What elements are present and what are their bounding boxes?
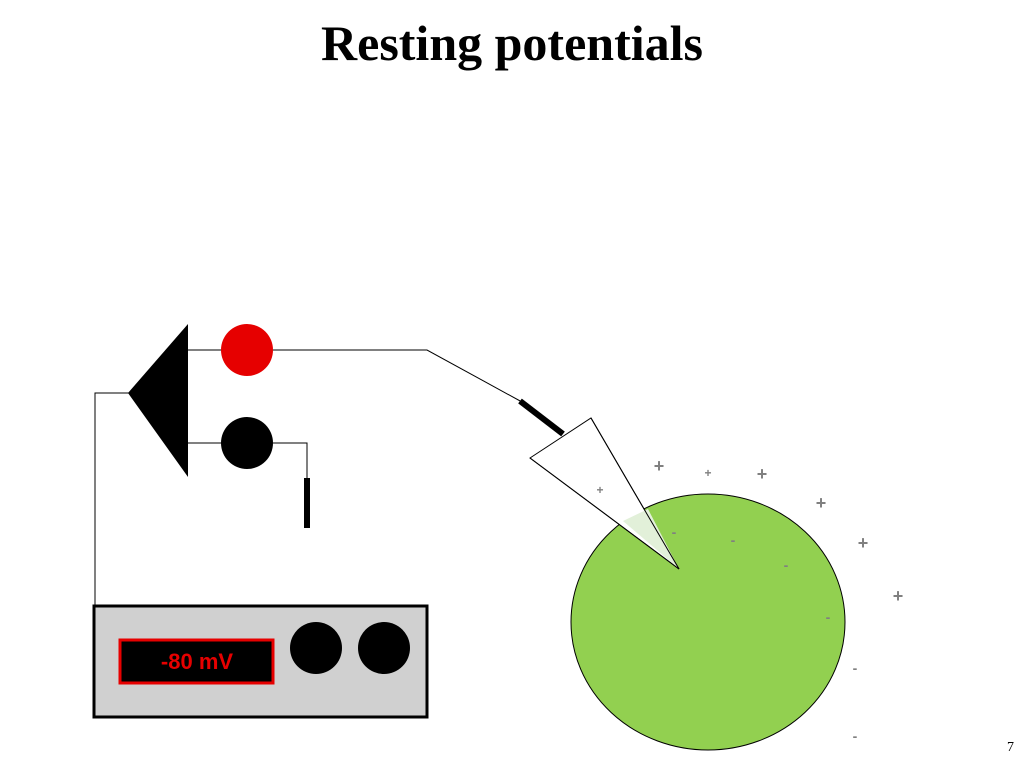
negative-charges: - - - - - -	[672, 524, 858, 744]
micropipette-tip-in-cell	[623, 509, 679, 569]
micropipette-edge	[590, 417, 680, 570]
voltmeter-knob-icon	[358, 622, 410, 674]
voltmeter-knob-icon	[290, 622, 342, 674]
positive-charge: +	[704, 466, 711, 480]
positive-charge: +	[816, 493, 827, 513]
voltmeter-reading: -80 mV	[161, 649, 233, 674]
voltmeter-display	[118, 638, 275, 685]
amplifier-to-meter-wire	[94, 392, 129, 606]
negative-charge: -	[672, 524, 677, 540]
positive-charges: + + + + + + +	[596, 456, 903, 606]
positive-charge: +	[893, 586, 904, 606]
micropipette-edge-lower	[529, 457, 680, 570]
negative-charge: -	[826, 609, 831, 625]
amplifier-icon	[128, 324, 188, 477]
voltmeter: -80 mV	[92, 604, 429, 719]
recording-wire	[273, 349, 523, 403]
negative-charge: -	[853, 728, 858, 744]
negative-charge: -	[784, 557, 789, 573]
positive-charge: +	[654, 456, 665, 476]
recording-electrode-icon	[221, 324, 273, 376]
reference-electrode-icon	[221, 417, 273, 469]
negative-charge: -	[853, 660, 858, 676]
positive-charge: +	[858, 533, 869, 553]
positive-charge: +	[757, 464, 768, 484]
positive-charge: +	[596, 483, 603, 497]
negative-charge: -	[731, 532, 736, 548]
slide-title: Resting potentials	[321, 15, 703, 71]
reference-wire	[273, 442, 308, 480]
wires	[94, 349, 523, 606]
cell	[570, 493, 846, 751]
slide-number: 7	[1007, 740, 1014, 755]
pipette-holder	[518, 398, 565, 437]
